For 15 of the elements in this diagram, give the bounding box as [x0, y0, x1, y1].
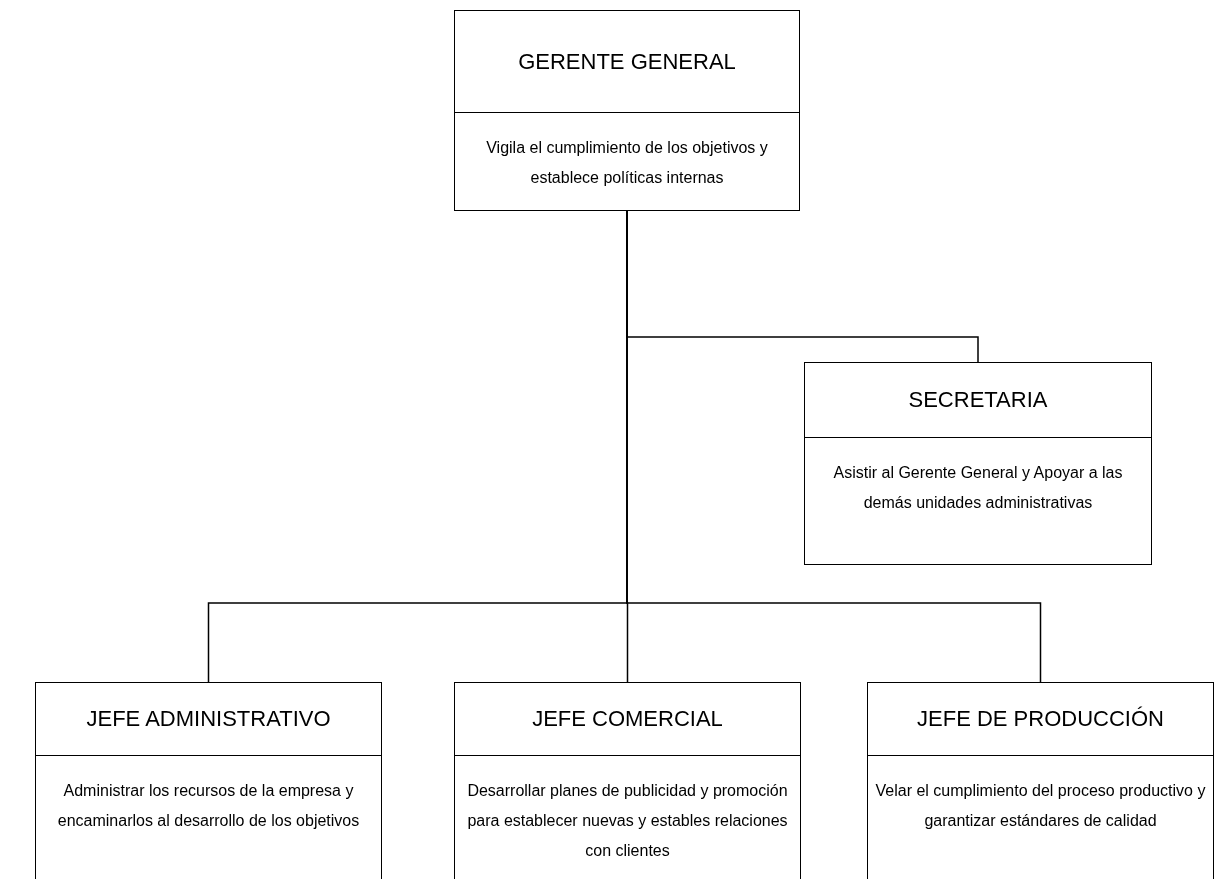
org-box — [454, 10, 800, 211]
role-title: JEFE ADMINISTRATIVO — [86, 706, 331, 732]
role-title: GERENTE GENERAL — [518, 48, 736, 75]
org-box — [454, 682, 801, 879]
role-description: Asistir al Gerente General y Apoyar a las demás unidades administrativas — [832, 463, 1124, 513]
role-title: SECRETARIA — [908, 387, 1048, 413]
role-title: JEFE DE PRODUCCIÓN — [917, 706, 1164, 732]
role-title: JEFE COMERCIAL — [532, 706, 723, 732]
role-description: Desarrollar planes de publicidad y promoción para establecer nuevas y estables relaciones con clientes — [466, 781, 789, 861]
role-description: Administrar los recursos de la empresa y encaminarlos al desarrollo de los objetivos — [56, 781, 361, 831]
org-box — [35, 682, 382, 879]
org-box — [804, 362, 1152, 565]
role-description: Velar el cumplimiento del proceso productivo y garantizar estándares de calidad — [874, 781, 1207, 831]
role-description: Vigila el cumplimiento de los objetivos y establece políticas internas — [485, 138, 769, 188]
org-box — [867, 682, 1214, 879]
